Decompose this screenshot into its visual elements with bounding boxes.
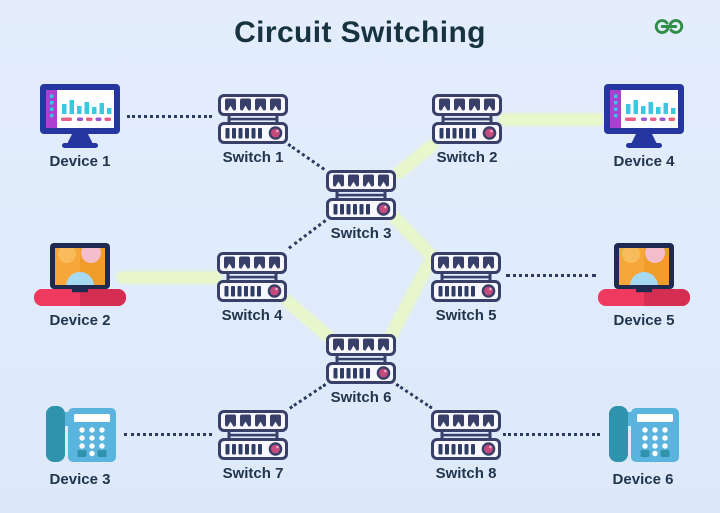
page-title: Circuit Switching	[234, 16, 486, 49]
telephone-icon	[42, 404, 118, 466]
telephone-icon	[605, 404, 681, 466]
geeksforgeeks-logo-icon	[652, 16, 686, 37]
switch-5-label: Switch 5	[435, 307, 497, 324]
switch-4: Switch 4	[217, 252, 287, 324]
circuit-link-switch2-device4	[498, 112, 606, 126]
dotted-link-switch6-switch8	[395, 383, 433, 410]
dotted-link-switch6-switch7	[289, 383, 327, 410]
switch-8-label: Switch 8	[435, 465, 497, 482]
network-switch-icon	[218, 410, 288, 460]
dotted-link-switch8-device6	[503, 433, 600, 436]
switch-7: Switch 7	[218, 410, 288, 482]
dotted-link-switch3-switch4	[288, 219, 327, 250]
network-switch-icon	[218, 94, 288, 144]
device-1: Device 1	[36, 84, 124, 170]
switch-3-label: Switch 3	[330, 225, 392, 242]
switch-6-label: Switch 6	[330, 389, 392, 406]
switch-3: Switch 3	[326, 170, 396, 242]
network-switch-icon	[431, 252, 501, 302]
switch-1: Switch 1	[218, 94, 288, 166]
switch-6: Switch 6	[326, 334, 396, 406]
device-3: Device 3	[42, 404, 118, 488]
dotted-link-device1-switch1	[127, 115, 212, 118]
device-4: Device 4	[600, 84, 688, 170]
device-4-label: Device 4	[613, 153, 675, 170]
monitor-icon	[36, 84, 124, 148]
device-2: Device 2	[33, 243, 127, 329]
circuit-link-switch6-switch5	[383, 253, 438, 343]
device-6-label: Device 6	[612, 471, 674, 488]
dotted-link-switch5-device5	[506, 274, 596, 277]
switch-4-label: Switch 4	[221, 307, 283, 324]
network-switch-icon	[431, 410, 501, 460]
device-1-label: Device 1	[49, 153, 111, 170]
network-switch-icon	[326, 170, 396, 220]
device-3-label: Device 3	[49, 471, 111, 488]
switch-8: Switch 8	[431, 410, 501, 482]
device-2-label: Device 2	[49, 312, 111, 329]
laptop-icon	[33, 243, 127, 307]
switch-2-label: Switch 2	[436, 149, 498, 166]
laptop-icon	[597, 243, 691, 307]
dotted-link-device3-switch7	[124, 433, 212, 436]
monitor-icon	[600, 84, 688, 148]
device-5-label: Device 5	[613, 312, 675, 329]
dotted-link-switch1-switch3	[287, 143, 326, 171]
device-6: Device 6	[605, 404, 681, 488]
switch-5: Switch 5	[431, 252, 501, 324]
device-5: Device 5	[597, 243, 691, 329]
network-switch-icon	[432, 94, 502, 144]
circuit-link-device2-switch4	[116, 270, 222, 284]
switch-1-label: Switch 1	[222, 149, 284, 166]
network-switch-icon	[326, 334, 396, 384]
switch-2: Switch 2	[432, 94, 502, 166]
network-switch-icon	[217, 252, 287, 302]
switch-7-label: Switch 7	[222, 465, 284, 482]
